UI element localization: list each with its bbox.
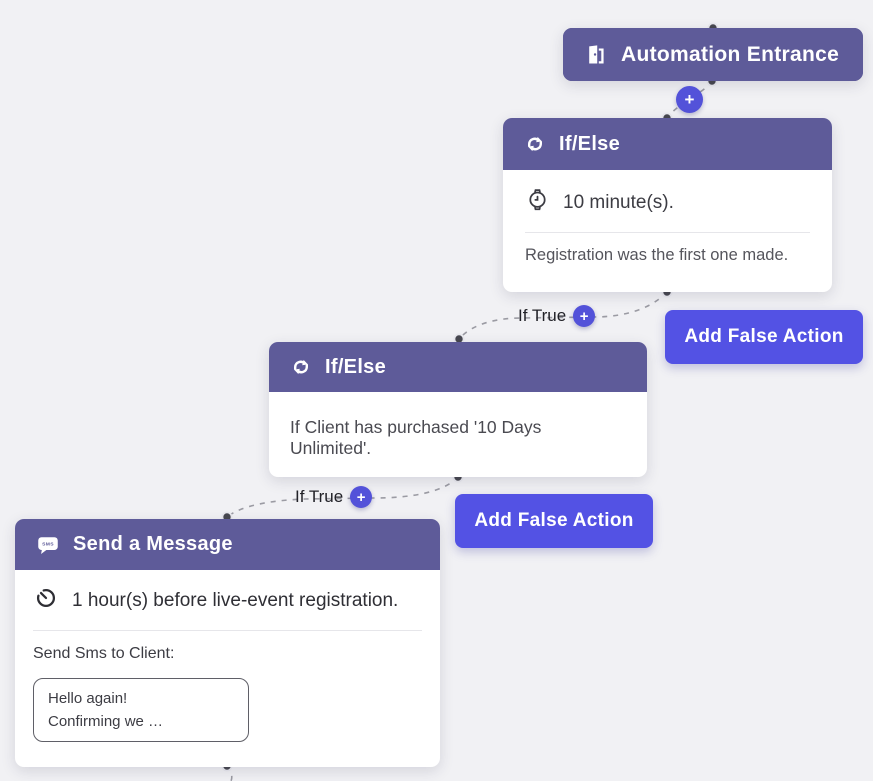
connector-send-tail [226,765,233,781]
watch-icon [525,187,550,218]
if-true-label: If True [518,306,567,325]
timing-row: 10 minute(s). [525,187,810,218]
add-true-action-button[interactable]: + [350,486,373,508]
timing-row: 1 hour(s) before live-event registration… [33,585,422,617]
node-header: SMS Send a Message [15,519,440,570]
add-true-action-button[interactable]: + [573,305,596,327]
node-title: If/Else [325,355,387,378]
divider [33,630,422,631]
if-true-label: If True [295,487,344,506]
door-open-icon [584,42,609,67]
node-body: 10 minute(s). Registration was the first… [503,187,832,265]
node-ifelse-2[interactable]: If/Else If Client has purchased '10 Days… [269,342,647,477]
condition-text: Registration was the first one made. [525,246,789,264]
branch-if-true-2: If True + [295,486,373,508]
sms-message-line: Hello again! [48,690,128,707]
node-title: Send a Message [73,533,233,555]
node-ifelse-1[interactable]: If/Else 10 minute(s). Registration was t… [503,118,832,292]
node-automation-entrance[interactable]: Automation Entrance [563,28,863,81]
node-header: Automation Entrance [563,28,863,81]
sms-message-preview[interactable]: Hello again! Confirming we … [33,678,249,742]
condition-text: If Client has purchased '10 Days Unlimit… [290,417,542,458]
branch-if-true-1: If True + [518,305,596,327]
node-body: 1 hour(s) before live-event registration… [15,585,440,742]
node-header: If/Else [503,118,832,170]
timing-text: 1 hour(s) before live-event registration… [72,590,399,611]
node-title: Automation Entrance [621,42,840,66]
timing-text: 10 minute(s). [563,191,674,213]
sms-field-label: Send Sms to Client: [33,645,175,662]
svg-text:SMS: SMS [42,541,54,547]
node-send-message[interactable]: SMS Send a Message 1 hour(s) before live… [15,519,440,767]
add-false-action-button-1[interactable]: Add False Action [665,310,863,364]
add-false-action-button-2[interactable]: Add False Action [455,494,653,548]
node-header: If/Else [269,342,647,392]
swap-arrows-icon [523,132,547,156]
add-step-button[interactable]: + [676,86,703,113]
sms-message-line: Confirming we … [48,713,164,730]
swap-arrows-icon [289,355,313,379]
timer-icon [33,585,59,617]
node-title: If/Else [559,132,621,155]
divider [525,232,810,233]
sms-bubble-icon: SMS [35,532,61,558]
